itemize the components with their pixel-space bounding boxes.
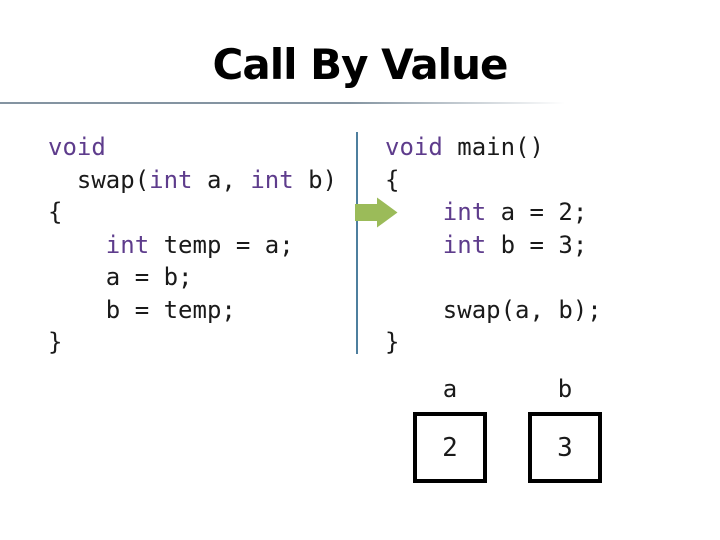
code-text: a = 2;	[486, 198, 588, 226]
code-line: void main()	[385, 131, 602, 164]
code-keyword: int	[442, 230, 487, 259]
code-keyword: void	[385, 133, 443, 161]
code-text: temp = a;	[149, 230, 294, 259]
code-text	[48, 231, 106, 259]
code-text: a,	[192, 165, 251, 194]
code-line	[385, 261, 602, 294]
code-text: b = temp;	[48, 295, 236, 324]
code-line: }	[385, 326, 602, 359]
title-underline	[0, 102, 565, 104]
code-text: main()	[442, 133, 544, 161]
variable-label-b: b	[557, 375, 573, 403]
variable-box-a: 2	[413, 412, 487, 483]
code-keyword: int	[105, 230, 150, 259]
variable-label-a: a	[442, 375, 458, 403]
code-text: }	[48, 328, 63, 356]
column-divider	[356, 132, 358, 354]
right-arrow-icon	[355, 197, 398, 228]
code-text: b = 3;	[486, 230, 588, 259]
code-line: {	[48, 196, 337, 229]
code-text: }	[385, 328, 400, 356]
code-text: b)	[293, 165, 338, 194]
code-line: a = b;	[48, 261, 337, 294]
code-keyword: void	[48, 133, 106, 161]
code-line: int a = 2;	[385, 196, 602, 229]
code-text: swap(	[48, 165, 150, 194]
code-block-swap-function: void swap(int a, int b){ int temp = a; a…	[48, 131, 337, 359]
code-keyword: int	[149, 165, 193, 194]
code-line: {	[385, 164, 602, 197]
variable-a: a 2	[413, 374, 487, 483]
variable-b: b 3	[528, 374, 602, 483]
variable-value-b: 3	[557, 432, 573, 463]
code-keyword: int	[442, 198, 487, 226]
code-line: int temp = a;	[48, 229, 337, 262]
variable-box-b: 3	[528, 412, 602, 483]
code-text: {	[48, 198, 63, 226]
code-line: swap(int a, int b)	[48, 164, 337, 197]
slide-title: Call By Value	[212, 40, 509, 89]
code-line: swap(a, b);	[385, 294, 602, 327]
code-text: swap(a, b);	[385, 295, 602, 324]
code-block-main-function: void main(){ int a = 2; int b = 3; swap(…	[385, 131, 602, 359]
code-line: b = temp;	[48, 294, 337, 327]
code-line: void	[48, 131, 337, 164]
code-text	[385, 198, 443, 226]
variable-value-a: 2	[442, 432, 458, 463]
code-line: }	[48, 326, 337, 359]
code-text	[385, 231, 443, 259]
code-text: a = b;	[48, 263, 193, 291]
code-text: {	[385, 165, 400, 194]
code-line: int b = 3;	[385, 229, 602, 262]
code-keyword: int	[250, 165, 294, 194]
